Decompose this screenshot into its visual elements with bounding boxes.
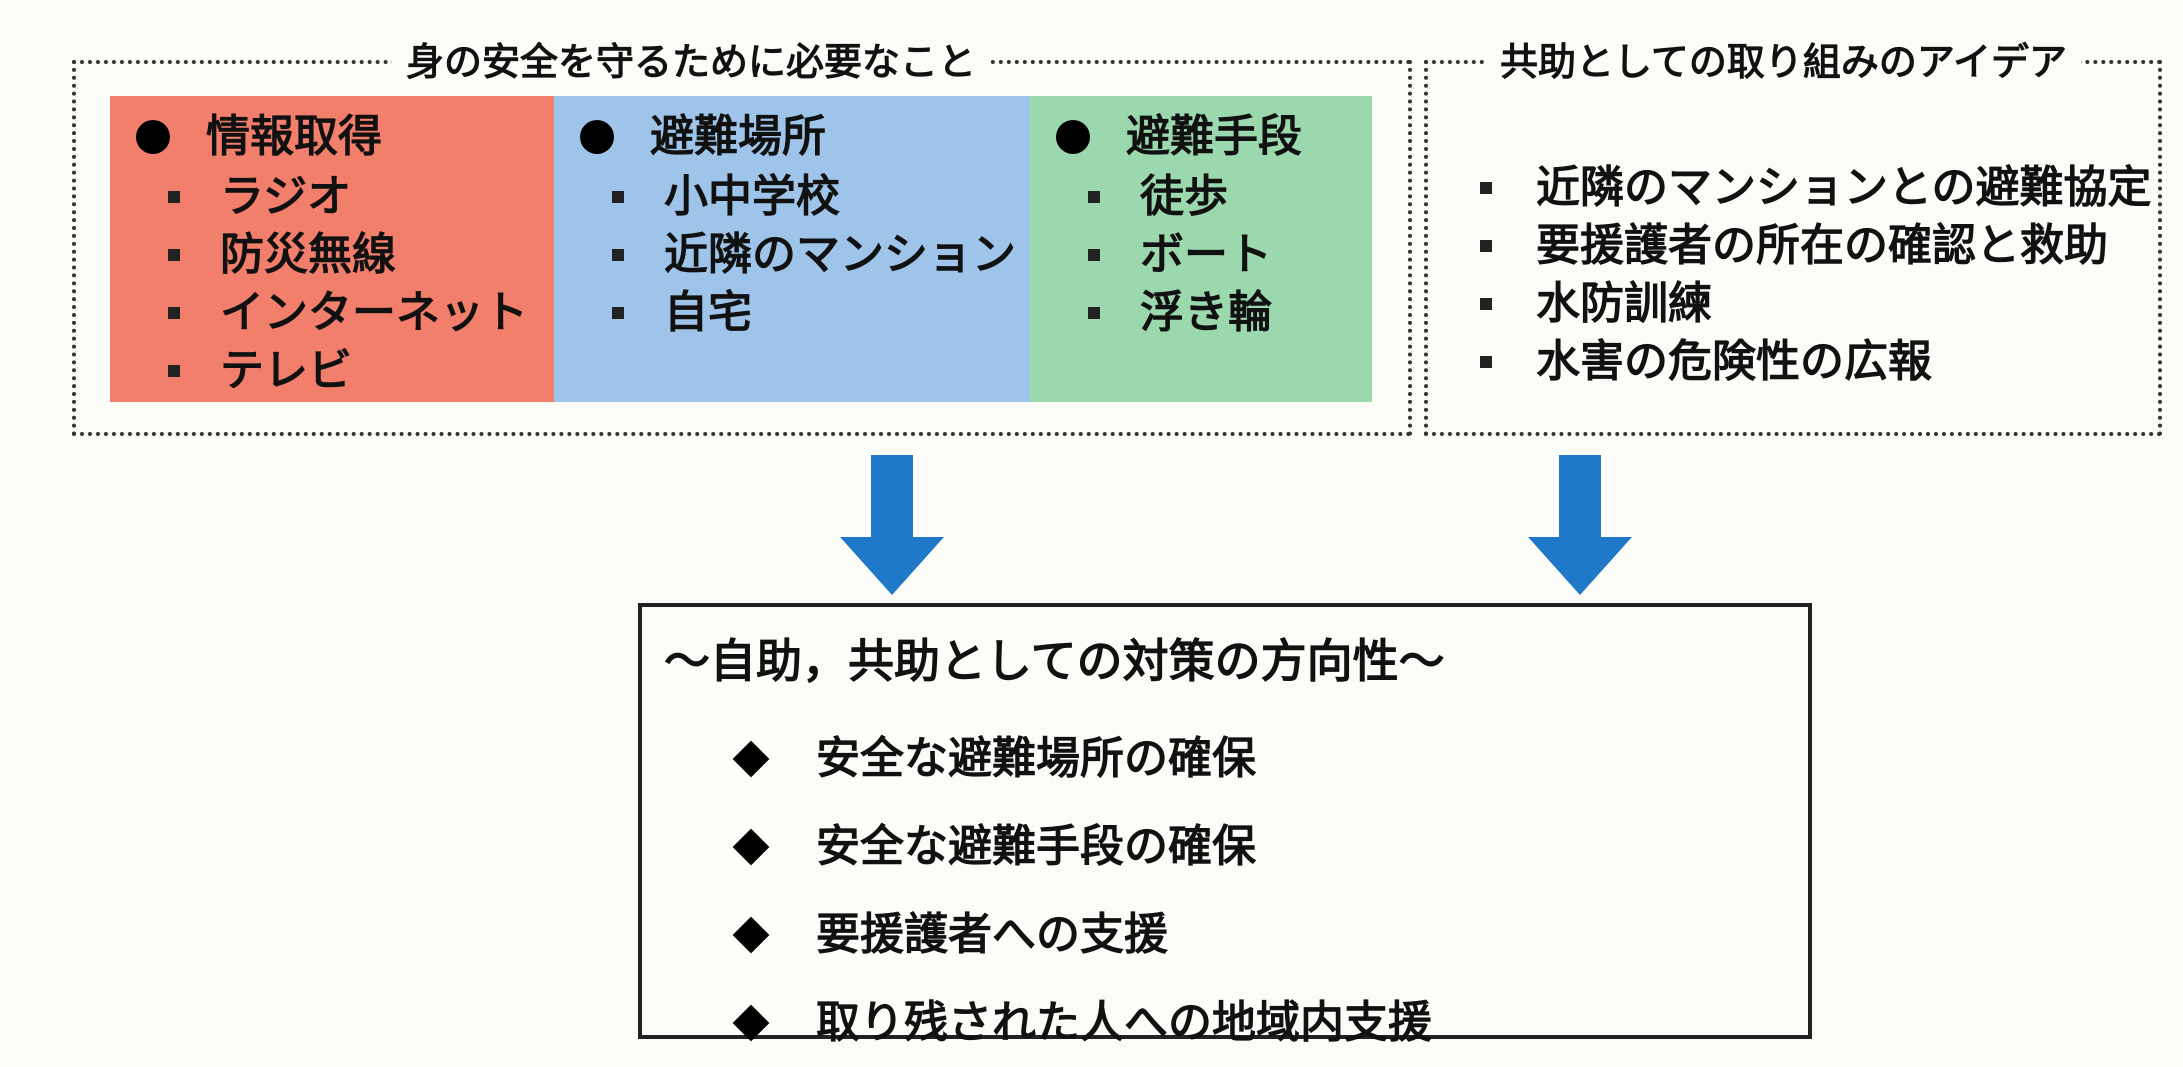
diamond-bullet-icon [732, 1004, 770, 1042]
bullet-dot-icon [1480, 240, 1492, 252]
list-item: 近隣のマンション [580, 226, 1030, 284]
list-item-label: 安全な避難手段の確保 [816, 821, 1256, 872]
list-item-label: 小中学校 [664, 171, 840, 222]
list-item-label: 徒歩 [1140, 171, 1228, 222]
list-item-label: 要援護者の所在の確認と救助 [1536, 220, 2108, 271]
list-item: 取り残された人への地域内支援 [732, 979, 1432, 1067]
down-arrow-left-icon [840, 455, 944, 595]
bullet-circle-icon [1056, 120, 1090, 154]
list-item: ボート [1056, 226, 1372, 284]
bullet-dot-icon [168, 249, 180, 261]
list-item-label: 水害の危険性の広報 [1536, 336, 1932, 387]
direction-box: ～自助，共助としての対策の方向性～ 安全な避難場所の確保 安全な避難手段の確保 … [638, 603, 1812, 1048]
list-item: 要援護者への支援 [732, 891, 1432, 979]
list-item-label: インターネット [220, 287, 528, 338]
bullet-circle-icon [136, 120, 170, 154]
column-heading-label: 情報取得 [206, 111, 382, 162]
column-heading: 避難手段 [1056, 106, 1372, 168]
list-item-label: 近隣のマンション [664, 229, 1016, 280]
bullet-dot-icon [1088, 307, 1100, 319]
list-item-label: テレビ [220, 345, 352, 396]
column-evacuation-means: 避難手段 徒歩 ボート 浮き輪 [1030, 96, 1372, 402]
bullet-dot-icon [1088, 191, 1100, 203]
list-item-label: 取り残された人への地域内支援 [816, 997, 1432, 1048]
list-item: テレビ [136, 342, 554, 400]
direction-box-title: ～自助，共助としての対策の方向性～ [664, 634, 1445, 688]
column-evacuation-site: 避難場所 小中学校 近隣のマンション 自宅 [554, 96, 1030, 402]
bullet-dot-icon [168, 307, 180, 319]
bullet-dot-icon [612, 307, 624, 319]
bullet-dot-icon [612, 191, 624, 203]
bullet-circle-icon [580, 120, 614, 154]
list-item: 近隣のマンションとの避難協定 [1480, 159, 2152, 217]
bullet-dot-icon [1088, 249, 1100, 261]
list-item: ラジオ [136, 168, 554, 226]
list-item-label: 防災無線 [220, 229, 396, 280]
list-item-label: 浮き輪 [1140, 287, 1272, 338]
list-item-label: ボート [1140, 229, 1272, 280]
list-item: 小中学校 [580, 168, 1030, 226]
list-item: 徒歩 [1056, 168, 1372, 226]
list-item: 自宅 [580, 284, 1030, 342]
bullet-dot-icon [168, 365, 180, 377]
bullet-dot-icon [168, 191, 180, 203]
list-item: 安全な避難手段の確保 [732, 803, 1432, 891]
diamond-bullet-icon [732, 828, 770, 866]
column-heading: 避難場所 [580, 106, 1030, 168]
list-item-label: 近隣のマンションとの避難協定 [1536, 162, 2152, 213]
column-heading-label: 避難手段 [1126, 111, 1302, 162]
list-item-label: ラジオ [220, 171, 352, 222]
bullet-dot-icon [612, 249, 624, 261]
list-item: 水害の危険性の広報 [1480, 333, 2152, 391]
down-arrow-right-icon [1528, 455, 1632, 595]
bullet-dot-icon [1480, 182, 1492, 194]
diamond-bullet-icon [732, 740, 770, 778]
ideas-box: 共助としての取り組みのアイデア 近隣のマンションとの避難協定 要援護者の所在の確… [1424, 38, 2162, 436]
list-item: インターネット [136, 284, 554, 342]
list-item-label: 水防訓練 [1536, 278, 1712, 329]
column-heading: 情報取得 [136, 106, 554, 168]
list-item-label: 自宅 [664, 287, 752, 338]
list-item-label: 要援護者への支援 [816, 909, 1168, 960]
ideas-box-title: 共助としての取り組みのアイデア [1486, 38, 2081, 86]
safety-box-title: 身の安全を守るために必要なこと [392, 38, 991, 86]
list-item: 防災無線 [136, 226, 554, 284]
direction-list: 安全な避難場所の確保 安全な避難手段の確保 要援護者への支援 取り残された人への… [732, 715, 1432, 1067]
list-item: 浮き輪 [1056, 284, 1372, 342]
list-item: 水防訓練 [1480, 275, 2152, 333]
list-item-label: 安全な避難場所の確保 [816, 733, 1256, 784]
ideas-list: 近隣のマンションとの避難協定 要援護者の所在の確認と救助 水防訓練 水害の危険性… [1480, 159, 2152, 391]
safety-box: 身の安全を守るために必要なこと 情報取得 ラジオ 防災無線 インターネット テレ… [72, 38, 1412, 436]
column-heading-label: 避難場所 [650, 111, 826, 162]
list-item: 要援護者の所在の確認と救助 [1480, 217, 2152, 275]
diamond-bullet-icon [732, 916, 770, 954]
bullet-dot-icon [1480, 356, 1492, 368]
bullet-dot-icon [1480, 298, 1492, 310]
column-information: 情報取得 ラジオ 防災無線 インターネット テレビ [110, 96, 554, 402]
list-item: 安全な避難場所の確保 [732, 715, 1432, 803]
